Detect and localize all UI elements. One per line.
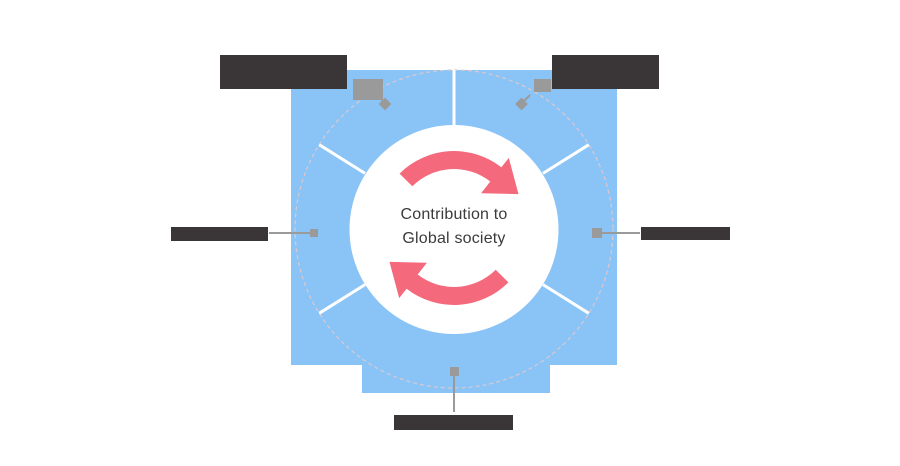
label-bar-right	[641, 227, 730, 240]
label-bar-top-right	[552, 55, 659, 89]
panel-blue-bottom	[362, 365, 550, 393]
label-bar-left	[171, 227, 268, 241]
label-bar-bottom	[394, 415, 513, 430]
center-label: Contribution to Global society	[344, 203, 564, 251]
panel-blue-top	[346, 70, 554, 89]
center-label-line1: Contribution to	[400, 206, 508, 223]
label-bar-top-left	[220, 55, 347, 89]
center-label-line2: Global society	[402, 230, 506, 247]
